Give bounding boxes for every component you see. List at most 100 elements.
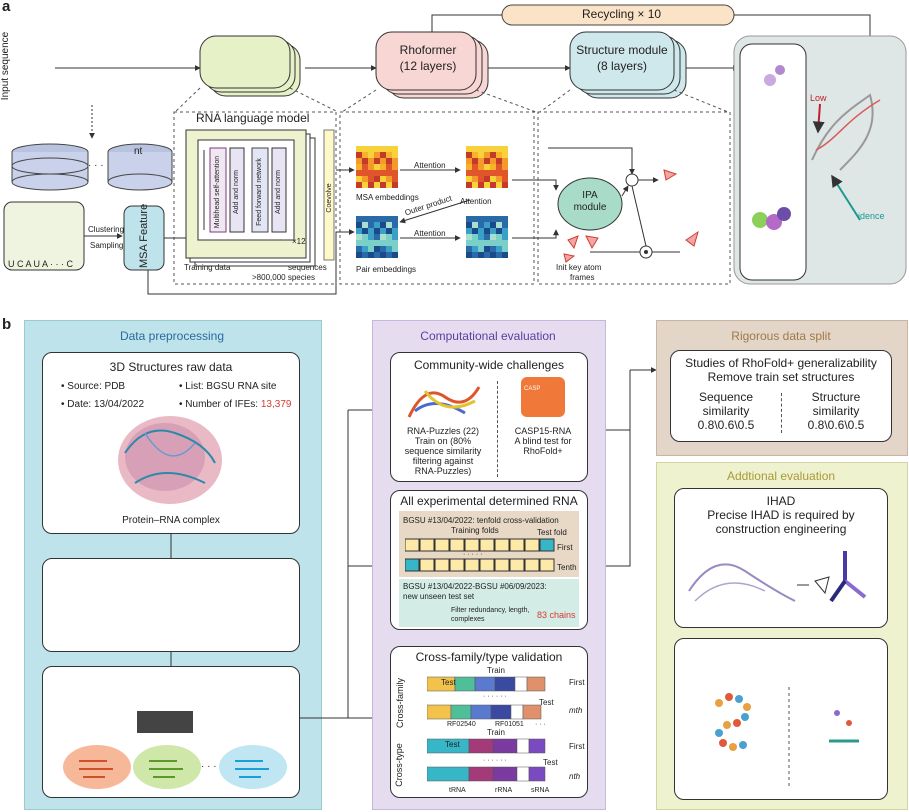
test-label-2: Test	[539, 698, 554, 707]
fold-first: First	[557, 543, 573, 552]
complex-label: Protein–RNA complex	[122, 515, 220, 526]
msa-letters: U C A U A · · · C	[8, 259, 74, 269]
nth-label: nth	[569, 772, 581, 781]
sampling-label: Sampling	[90, 241, 124, 250]
split-line1: Studies of RhoFold+ generalizability	[685, 356, 877, 370]
seq-sim-line2: similarity	[702, 404, 750, 418]
cross-family-title: Cross-family/type validation	[415, 650, 563, 664]
attention2-label: Attention	[414, 229, 446, 238]
chains-label: 83 chains	[537, 610, 576, 620]
fold-dots: · · · · ·	[463, 551, 483, 558]
first-label-2: First	[569, 742, 585, 751]
rrna-label: rRNA	[495, 787, 513, 794]
attention3-label: Attention	[460, 197, 492, 206]
structure-layers: (8 layers)	[596, 59, 647, 73]
cross-bars	[427, 676, 546, 782]
pair-embeddings-label: Pair embeddings	[356, 265, 417, 274]
clustering-box: · · ·	[42, 666, 300, 798]
raw-data-box: 3D Structures raw data • Source: PDB • L…	[42, 352, 300, 534]
source-item: • Source: PDB	[61, 381, 126, 392]
unseen-panel	[399, 579, 579, 627]
puzzles-line4: filtering against	[412, 456, 474, 466]
row-dots-2: · · · · · ·	[483, 757, 507, 764]
rna-puzzles-image	[407, 386, 481, 418]
rhoformer-block	[375, 31, 477, 91]
cluster-ellipses	[63, 711, 287, 789]
puzzles-line1: RNA-Puzzles (22)	[406, 426, 480, 436]
ihad-line1: Precise IHAD is required by	[707, 508, 855, 522]
zoom-rho	[339, 111, 535, 285]
train-label-1: Train	[487, 666, 505, 675]
split-line2: Remove train set structures	[707, 370, 855, 384]
split-divider	[781, 393, 782, 433]
data-preprocessing-header: Data preprocessing	[119, 329, 225, 343]
computational-evaluation-header: Computational evaluation	[420, 329, 556, 343]
ifes-label: Number of IFEs:	[185, 399, 259, 410]
rf2-label: RF01051	[495, 721, 524, 728]
zoom-lm	[173, 111, 337, 285]
rhoformer-title: Rhoformer	[399, 43, 457, 57]
test-label-4: Test	[543, 758, 558, 767]
raw-data-title: 3D Structures raw data	[109, 360, 233, 374]
puzzles-line2: Train on (80%	[414, 436, 472, 446]
seq-sim-line1: Sequence	[698, 390, 754, 404]
casp-line3: RhoFold+	[523, 446, 563, 456]
community-box: Community-wide challenges RNA-Puzzles (2…	[390, 352, 588, 482]
ffn-block	[251, 147, 269, 233]
low-confidence-label: Low	[810, 93, 827, 103]
struct-sim-line1: Structure	[811, 390, 861, 404]
cross-family-box: Cross-family/type validation Cross-famil…	[390, 646, 588, 798]
secondary-structure-box	[674, 638, 888, 800]
pair-embeddings-heatmap	[356, 216, 398, 258]
high-confidence-label: idence	[858, 211, 885, 221]
all-experimental-box: All experimental determined RNA BGSU #13…	[390, 490, 588, 630]
cross-type-side: Cross-type	[393, 743, 404, 787]
structure-module-block	[569, 31, 675, 91]
msa-dots: · · ·	[88, 160, 104, 171]
casp-logo-text: CASP	[524, 386, 541, 392]
list-text: List: BGSU RNA site	[185, 381, 277, 392]
addnorm2-block	[271, 147, 287, 233]
rf1-label: RF02540	[447, 721, 476, 728]
struct-sim-values: 0.8\0.6\0.5	[807, 418, 865, 432]
unseen-line1: BGSU #13/04/2022-BGSU #06/09/2023:	[403, 582, 547, 591]
rhoformer-layers: (12 layers)	[399, 59, 457, 73]
divider-dashed	[497, 381, 498, 477]
ipa-label: IPA	[582, 190, 598, 201]
msa-embeddings-heatmap-2	[466, 146, 508, 188]
first-label-1: First	[569, 678, 585, 687]
filter-line1: Filter redundancy, length,	[451, 607, 530, 614]
community-title: Community-wide challenges	[413, 358, 565, 372]
nt-label: nt	[134, 146, 143, 157]
ihad-structure-image	[688, 551, 867, 603]
msa-embeddings-label: MSA embeddings	[356, 193, 419, 202]
unseen-line2: new unseen test set	[403, 592, 475, 601]
filter-line2: complexes	[451, 616, 485, 623]
test-label-3: Test	[445, 740, 460, 749]
casp-line1: CASP15-RNA	[514, 426, 572, 436]
ihad-box: IHAD Precise IHAD is required by constru…	[674, 488, 888, 628]
fold-tenth: Tenth	[557, 563, 577, 572]
x12-label: ×12	[292, 237, 306, 246]
training-folds-label: Training folds	[451, 526, 499, 535]
source-text: Source: PDB	[67, 381, 126, 392]
all-experimental-title: All experimental determined RNA	[400, 494, 578, 508]
ihad-line2: construction engineering	[715, 522, 847, 536]
panel-a-letter: a	[2, 0, 11, 15]
ifes-item: • Number of IFEs: 13,379	[179, 399, 292, 410]
puzzles-line5: RNA-Puzzles)	[414, 466, 472, 476]
zoom-struct	[537, 111, 731, 285]
secondary-structure-image	[715, 687, 859, 787]
pair-embeddings-heatmap-2	[466, 216, 508, 258]
clustering-label: Clustering	[88, 225, 125, 234]
ihad-title: IHAD	[766, 494, 796, 508]
fold-bars	[405, 538, 555, 572]
puzzles-line3: sequence similarity	[404, 446, 482, 456]
casp-line2: A blind test for	[514, 436, 572, 446]
tenfold-label: BGSU #13/04/2022: tenfold cross-validati…	[403, 516, 559, 525]
panel-b-letter: b	[2, 316, 12, 333]
rigorous-split-header: Rigorous data split	[731, 329, 831, 343]
struct-sim-line2: similarity	[812, 404, 860, 418]
test-fold-label: Test fold	[537, 528, 567, 537]
